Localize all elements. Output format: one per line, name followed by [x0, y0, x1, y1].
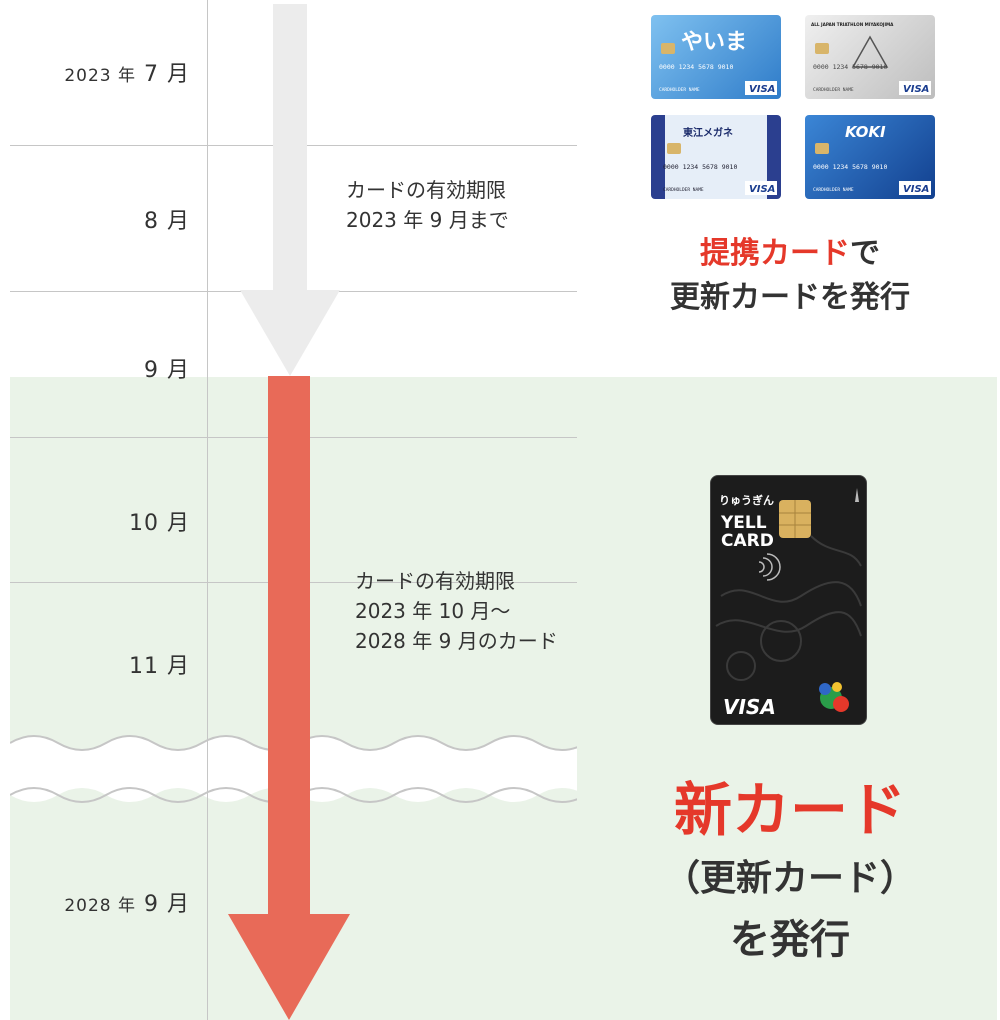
month-label-09: 9 月: [144, 358, 190, 383]
new-card-expiry-note: カードの有効期限 2023 年 10 月～ 2028 年 9 月のカード: [355, 569, 558, 653]
old-card-arrow: [240, 4, 340, 376]
svg-text:CARDHOLDER NAME: CARDHOLDER NAME: [663, 187, 704, 193]
svg-text:0000 1234 5678 9010: 0000 1234 5678 9010: [663, 163, 737, 171]
svg-text:VISA: VISA: [903, 84, 929, 95]
partner-card-agarie-megane: 東江メガネ 0000 1234 5678 9010 CARDHOLDER NAM…: [651, 115, 781, 199]
month-label-11: 11 月: [129, 654, 190, 679]
timeline-vertical-line: [207, 0, 208, 1020]
partner-card-triathlon: ALL JAPAN TRIATHLON MIYAKOJIMA 0000 1234…: [805, 15, 935, 99]
svg-text:東江メガネ: 東江メガネ: [683, 126, 733, 139]
month-label-2028-09: 2028 年 9 月: [64, 892, 190, 917]
ryugin-mascot-logo: [819, 682, 849, 712]
svg-text:やいま: やいま: [681, 29, 747, 55]
new-yell-card: りゅうぎん YELL CARD VISA: [710, 475, 867, 725]
old-card-expiry-note: カードの有効期限 2023 年 9 月まで: [346, 178, 509, 232]
svg-text:CARDHOLDER NAME: CARDHOLDER NAME: [813, 87, 854, 93]
svg-text:YELL: YELL: [720, 513, 767, 533]
svg-text:0000 1234 5678 9010: 0000 1234 5678 9010: [659, 63, 733, 71]
svg-text:りゅうぎん: りゅうぎん: [719, 493, 774, 507]
month-label-2023-07: 2023 年 7 月: [64, 62, 190, 87]
svg-text:0000 1234 5678 9010: 0000 1234 5678 9010: [813, 163, 887, 171]
month-label-10: 10 月: [129, 511, 190, 536]
svg-text:0000 1234 5678 9010: 0000 1234 5678 9010: [813, 63, 887, 71]
svg-text:VISA: VISA: [749, 84, 775, 95]
svg-text:CARD: CARD: [721, 531, 774, 551]
new-card-arrow: [228, 376, 350, 1020]
svg-text:ALL JAPAN TRIATHLON MIYAKOJIMA: ALL JAPAN TRIATHLON MIYAKOJIMA: [811, 22, 894, 27]
new-card-heading: 新カード （更新カード） を発行: [663, 776, 916, 963]
month-label-08: 8 月: [144, 209, 190, 234]
svg-text:VISA: VISA: [723, 695, 776, 719]
svg-text:CARDHOLDER NAME: CARDHOLDER NAME: [813, 187, 854, 193]
partner-card-yaima: やいま 0000 1234 5678 9010 CARDHOLDER NAME …: [651, 15, 781, 99]
partner-card-koki: KOKI 0000 1234 5678 9010 CARDHOLDER NAME…: [805, 115, 935, 199]
svg-text:VISA: VISA: [903, 184, 929, 195]
svg-text:KOKI: KOKI: [845, 123, 886, 141]
svg-text:VISA: VISA: [749, 184, 775, 195]
svg-text:CARDHOLDER NAME: CARDHOLDER NAME: [659, 87, 700, 93]
partner-card-heading: 提携カードで 更新カードを発行: [670, 236, 910, 315]
